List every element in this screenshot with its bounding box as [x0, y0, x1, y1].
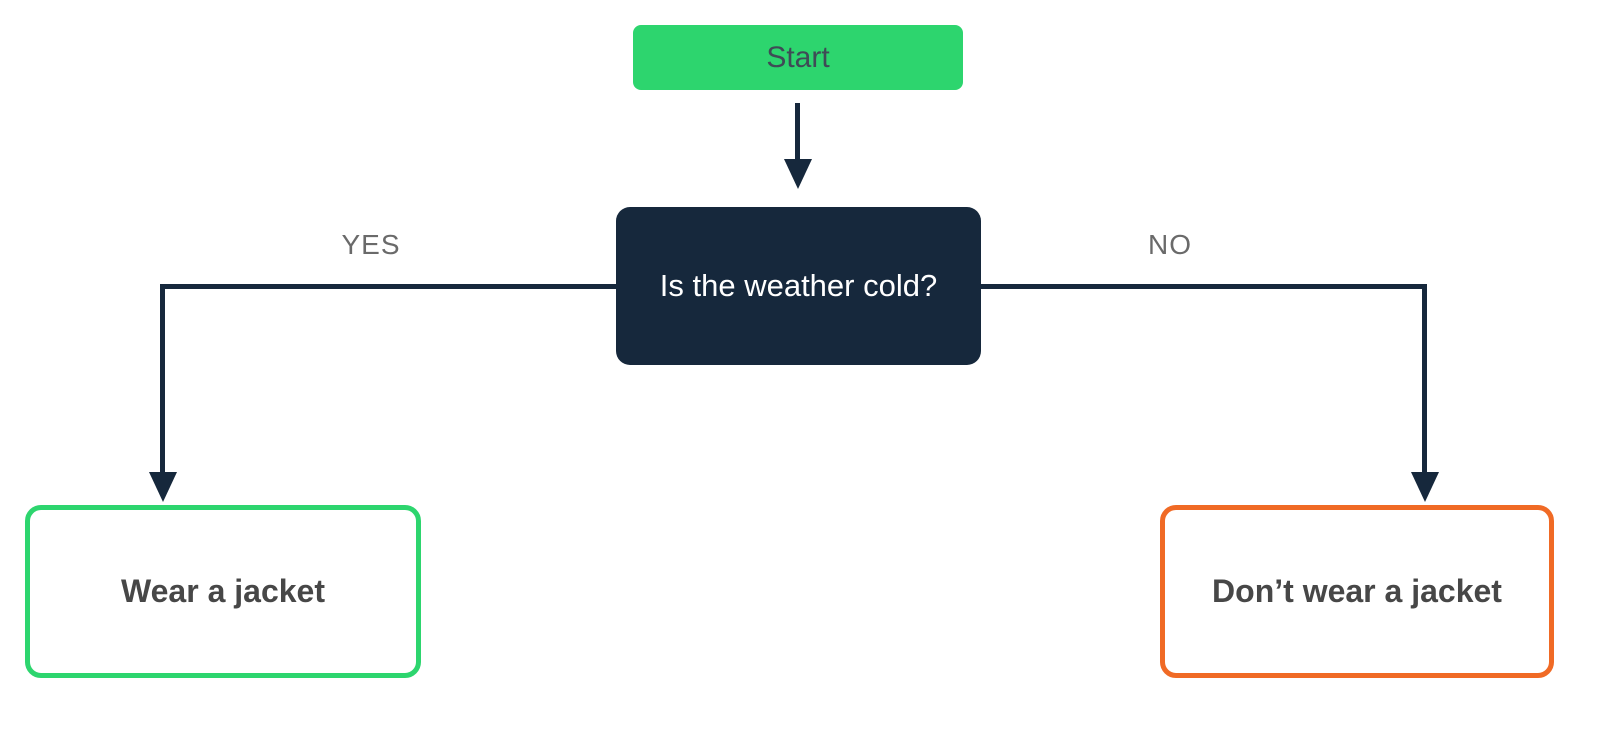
start-to-decision-connector [795, 103, 800, 161]
start-node-label: Start [766, 40, 830, 74]
yes-connector-horizontal [160, 284, 616, 289]
yes-connector-vertical [160, 284, 165, 474]
no-connector-vertical [1422, 284, 1427, 474]
arrow-down-icon [149, 472, 177, 502]
wear-jacket-label: Wear a jacket [121, 573, 325, 609]
arrow-down-icon [784, 159, 812, 189]
no-connector-horizontal [981, 284, 1427, 289]
yes-branch-label: YES [341, 229, 401, 260]
flowchart-node-dont-wear-jacket: Don’t wear a jacket [1160, 505, 1554, 678]
flowchart-node-start: Start [633, 25, 963, 90]
dont-wear-jacket-label: Don’t wear a jacket [1212, 573, 1502, 609]
decision-node-label: Is the weather cold? [659, 268, 938, 303]
arrow-down-icon [1411, 472, 1439, 502]
flowchart-node-wear-jacket: Wear a jacket [25, 505, 421, 678]
flowchart-node-decision: Is the weather cold? [616, 207, 981, 365]
no-branch-label: NO [1148, 229, 1192, 260]
